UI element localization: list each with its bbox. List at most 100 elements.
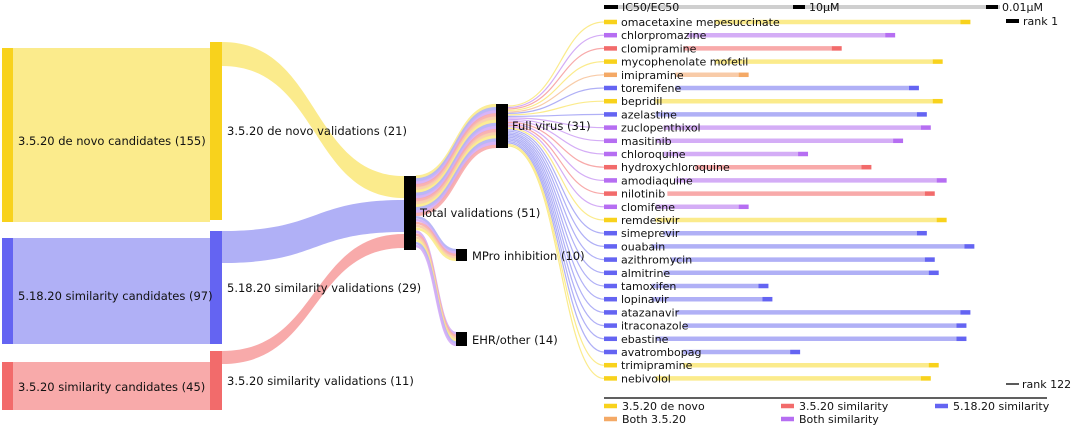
drug-row: atazanavir (604, 306, 971, 319)
rank-top-label: rank 1 (1023, 15, 1058, 28)
label-ehr: EHR/other (14) (472, 333, 558, 347)
drug-row: clomifene (604, 201, 749, 214)
drug-link (507, 145, 605, 379)
sankey-nodes (2, 42, 508, 410)
drug-row: almitrine (604, 267, 939, 280)
drug-link (507, 87, 605, 115)
legend-label: 5.18.20 similarity (953, 400, 1050, 413)
outcome-flow-strand (415, 218, 457, 254)
drug-link (507, 136, 605, 300)
drug-row: simeprevir (604, 227, 927, 240)
outcome-flow-strand (415, 224, 457, 259)
drug-row: chlorpromazine (604, 29, 896, 42)
label-mpro: MPro inhibition (10) (472, 249, 585, 263)
drug-link (507, 137, 605, 313)
legend-item: 3.5.20 de novo (604, 400, 705, 413)
drug-name: chlorpromazine (621, 29, 707, 42)
drug-link (507, 127, 605, 221)
node-total-validations (404, 176, 416, 250)
drug-name: avatrombopag (621, 346, 701, 359)
drug-link (507, 124, 605, 195)
outcome-flows (415, 103, 497, 347)
drug-row: amodiaquine (604, 174, 947, 187)
drug-link (507, 139, 605, 327)
label-sim51820-candidates: 5.18.20 similarity candidates (97) (18, 289, 213, 303)
drug-name: omacetaxine mepesuccinate (621, 16, 780, 29)
drug-link (507, 113, 605, 117)
label-denovo-candidates: 3.5.20 de novo candidates (155) (18, 134, 206, 148)
drug-link (507, 130, 605, 247)
drug-row: ouabain (604, 240, 975, 253)
drug-link (507, 123, 605, 181)
drug-name: masitinib (621, 135, 672, 148)
drug-row: azithromycin (604, 254, 935, 267)
drug-name: tamoxifen (621, 280, 676, 293)
node-denovo-candidates (2, 48, 13, 222)
node-sim3520-validations (210, 351, 222, 410)
drug-name: atazanavir (621, 306, 680, 319)
legend-label: Both similarity (799, 413, 879, 426)
drug-link (507, 74, 605, 113)
drug-name: simeprevir (621, 227, 680, 240)
drug-link (507, 118, 605, 142)
drug-link (507, 133, 605, 274)
label-sim3520-validations: 3.5.20 similarity validations (11) (227, 374, 414, 388)
drug-row: toremifene (604, 82, 919, 95)
outcome-flow-strand (415, 244, 457, 347)
node-labels: 3.5.20 de novo candidates (155) 5.18.20 … (18, 119, 591, 394)
drug-row: clomipramine (604, 42, 842, 55)
drug-row: nilotinib (604, 188, 935, 201)
legend-label: Both 3.5.20 (622, 413, 686, 426)
drug-name: nilotinib (621, 188, 665, 201)
node-full-virus (496, 104, 508, 148)
node-sim3520-candidates (2, 362, 13, 410)
drug-row: azelastine (604, 108, 927, 121)
outcome-flow-strand (415, 227, 457, 262)
flow-denovo-to-total (222, 42, 404, 198)
drug-link (507, 135, 605, 287)
drug-name: azelastine (621, 108, 677, 121)
outcome-flow-strand (415, 221, 457, 257)
node-denovo-validations (210, 42, 222, 220)
flow-sim3520-to-total (222, 234, 404, 364)
drug-row: masitinib (604, 135, 904, 148)
scale-label-10um: 10μM (809, 1, 840, 14)
drug-row: zuclopenthixol (604, 122, 931, 135)
scale-label-ic50: IC50/EC50 (622, 1, 679, 14)
node-sim51820-validations (210, 231, 222, 344)
node-mpro (456, 249, 467, 261)
drug-name: chloroquine (621, 148, 686, 161)
scale-label-001um: 0.01μM (1002, 1, 1043, 14)
drug-links (507, 21, 605, 379)
label-denovo-validations: 3.5.20 de novo validations (21) (227, 124, 407, 138)
drug-name: nebivolol (621, 372, 671, 385)
drug-row: nebivolol (604, 372, 931, 385)
drug-name: ebastine (621, 333, 669, 346)
legend-item: 3.5.20 similarity (781, 400, 889, 413)
flow-sim51820-to-total (222, 200, 404, 263)
drug-link (507, 117, 605, 129)
drug-row: imipramine (604, 69, 749, 82)
drug-link (507, 143, 605, 366)
outcome-flow-strand (415, 144, 497, 217)
drug-row: omacetaxine mepesuccinate (604, 16, 971, 29)
drug-row: chloroquine (604, 148, 809, 161)
node-ehr (456, 332, 467, 346)
drug-name: zuclopenthixol (621, 122, 701, 135)
flow-sim51820-candidates (12, 238, 210, 344)
drug-link (507, 120, 605, 155)
drug-row: remdesivir (604, 214, 947, 227)
drug-link (507, 34, 605, 109)
drug-name: mycophenolate mofetil (621, 56, 748, 69)
drug-name: hydroxychloroquine (621, 161, 730, 174)
drug-row: trimipramine (604, 359, 939, 372)
legend-item: 5.18.20 similarity (935, 400, 1050, 413)
drug-link (507, 21, 605, 107)
label-total-validations: Total validations (51) (419, 206, 540, 220)
drug-row: ebastine (604, 333, 967, 346)
drug-name: bepridil (621, 95, 662, 108)
drug-name: toremifene (621, 82, 681, 95)
flow-denovo-candidates (12, 48, 210, 222)
drug-row: hydroxychloroquine (604, 161, 872, 174)
